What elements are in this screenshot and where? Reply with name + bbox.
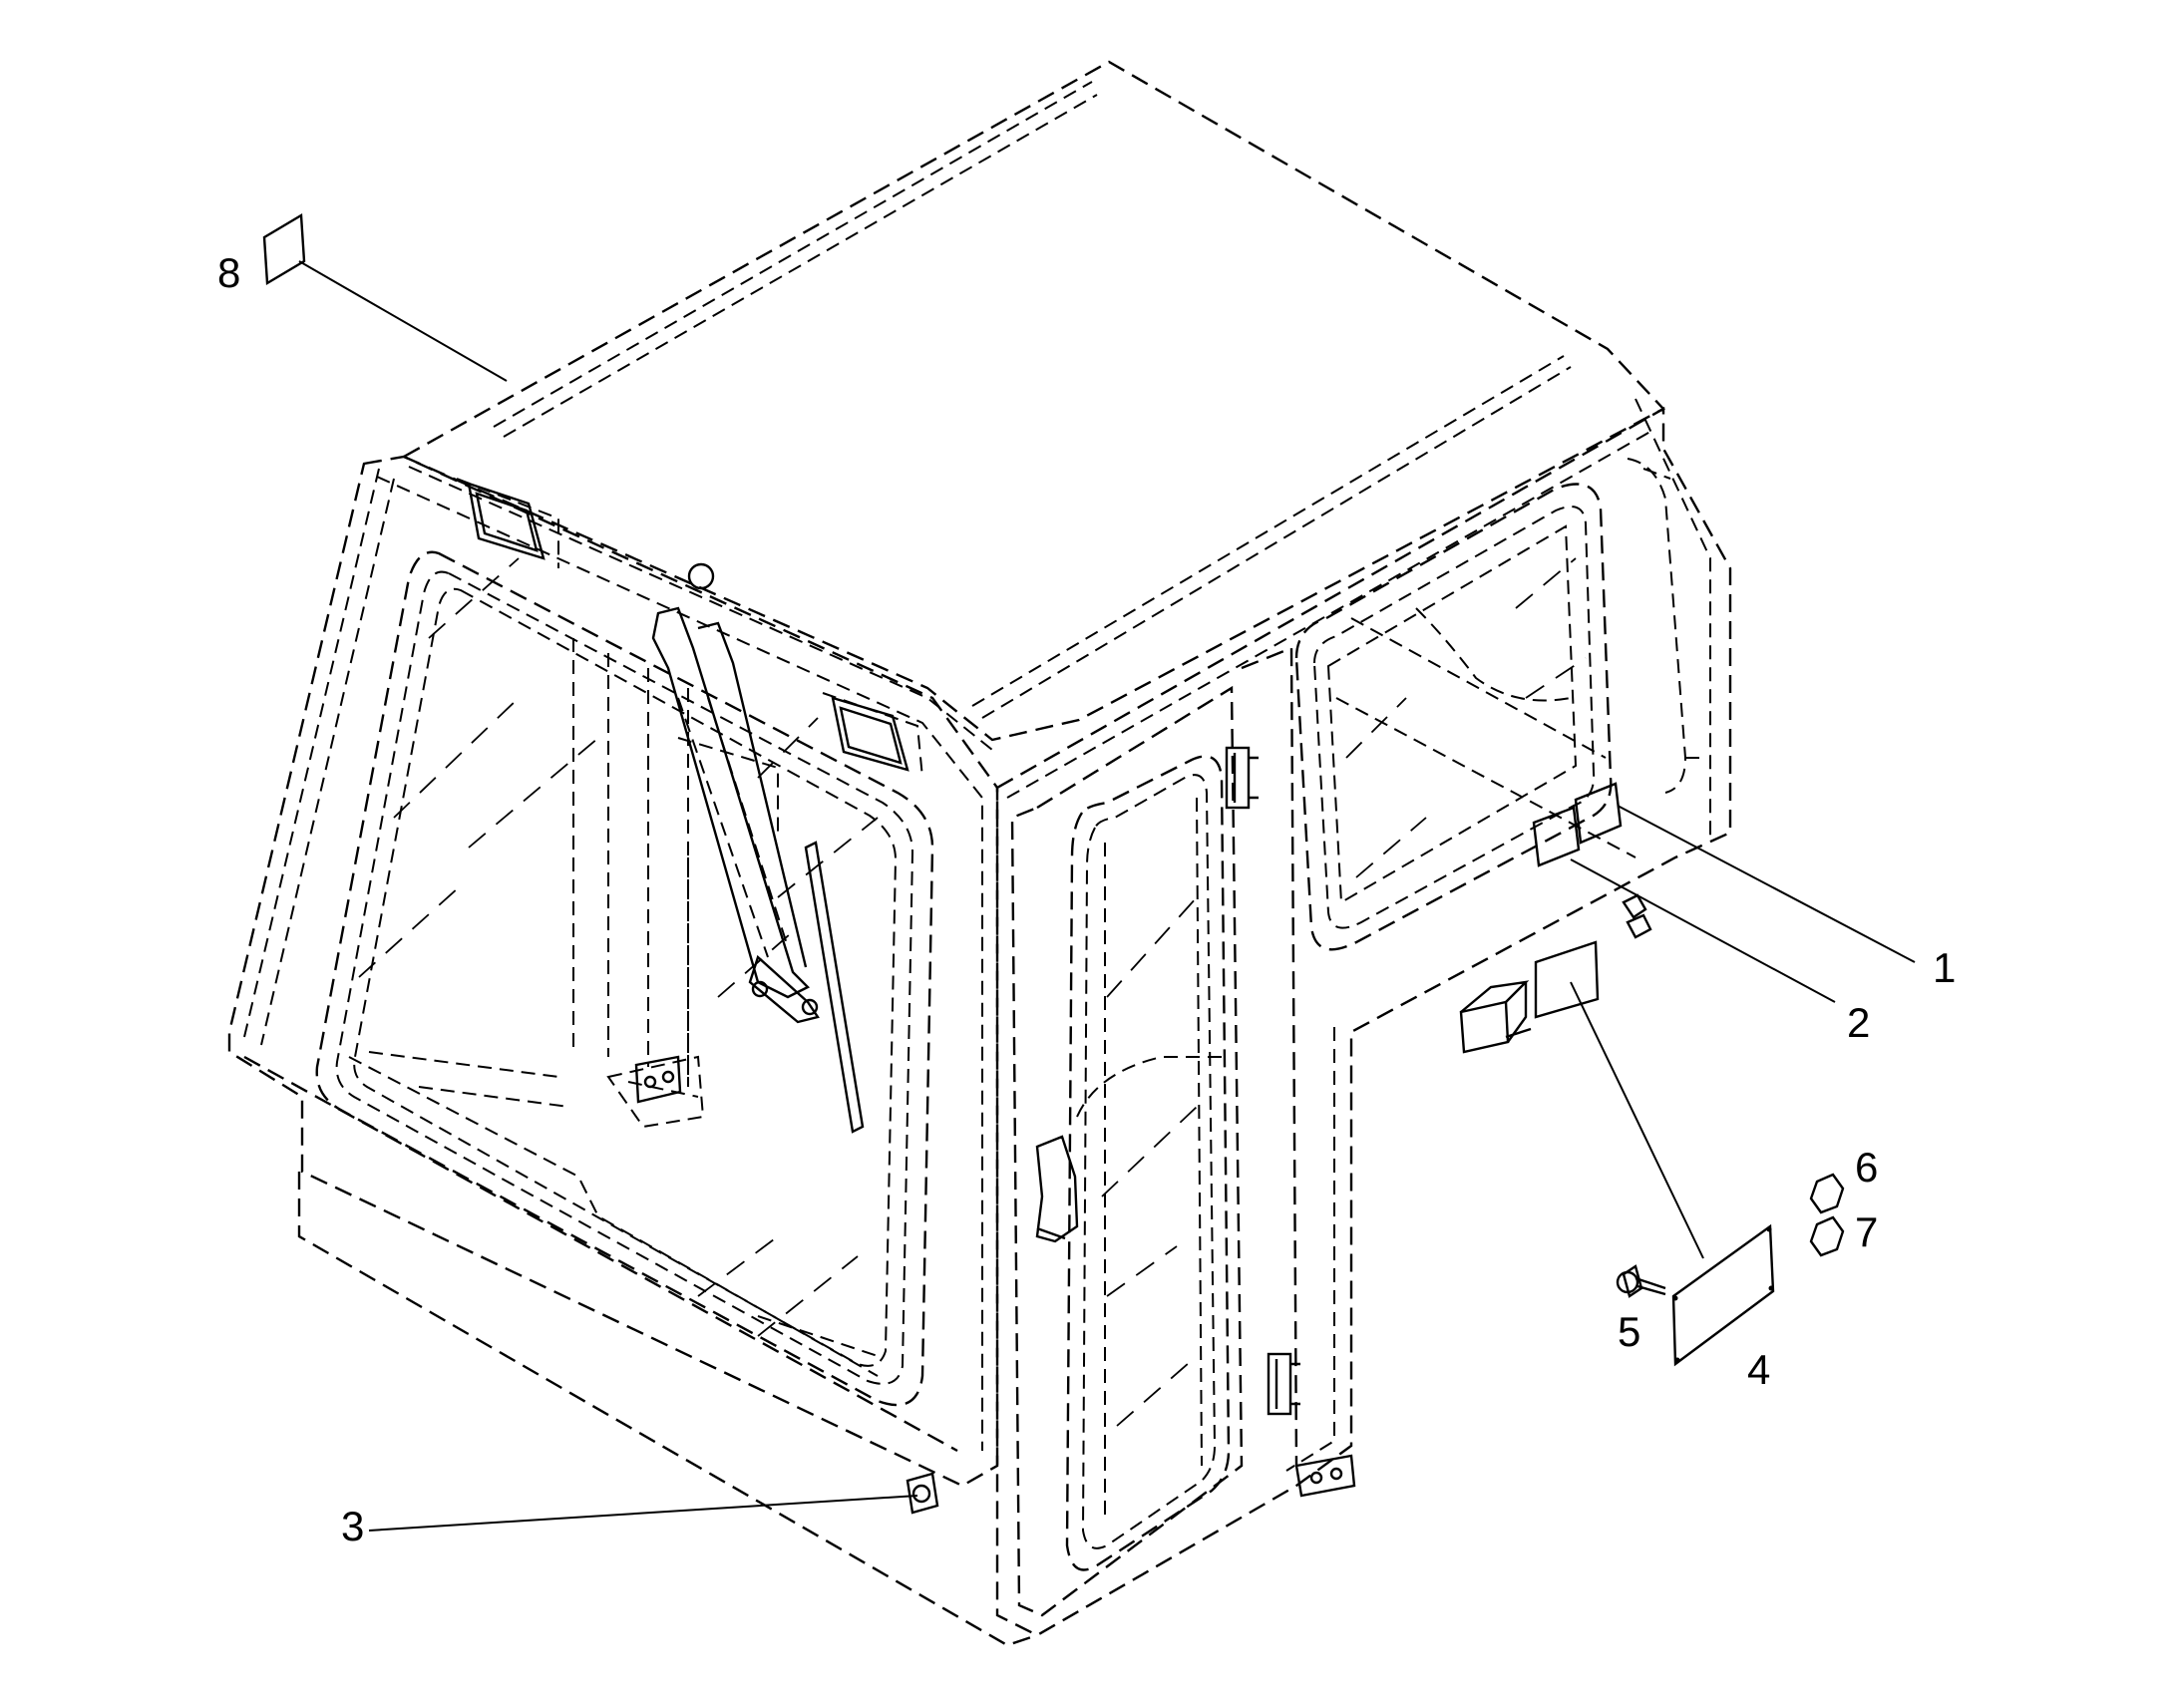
door-rear-pillar (1241, 646, 1298, 1467)
decal-part-3 (906, 1472, 939, 1515)
leader-8 (298, 260, 508, 382)
side-window-rear-rail (1627, 458, 1700, 794)
door-frame (1010, 685, 1244, 1617)
plate-part-4 (1671, 1223, 1775, 1367)
leader-1 (1617, 805, 1916, 963)
plate-mount-outline (1534, 940, 1600, 1019)
side-upper-edge (1006, 398, 1711, 838)
nut-part-7 (1809, 1215, 1845, 1257)
side-bracket (1459, 980, 1532, 1054)
front-lower-panel (243, 1055, 1038, 1647)
door-glass-inner (1081, 774, 1217, 1549)
screw-part-5 (1616, 1264, 1666, 1298)
roof-rail-rear (971, 355, 1572, 719)
windshield-frame-inner-2 (353, 587, 898, 1367)
door-handle (1035, 1135, 1079, 1243)
door-glass-outer (1065, 755, 1231, 1571)
roof-beacon-mount (687, 562, 715, 590)
door-hinge-upper (1225, 746, 1259, 810)
side-lower-step (1285, 1027, 1335, 1472)
callout-label-4: 4 (1747, 1346, 1770, 1393)
decal-part-8 (262, 212, 306, 286)
seat-base (606, 1055, 705, 1129)
front-left-pillar (243, 468, 395, 1046)
cab-front-face (227, 455, 999, 1488)
door-hinge-lower (1267, 1352, 1300, 1416)
mount-foot-side (1294, 1454, 1356, 1498)
callout-label-7: 7 (1855, 1208, 1878, 1255)
rear-frame-interior (368, 638, 699, 1108)
nut-part-6 (1809, 1173, 1845, 1214)
callout-label-3: 3 (341, 1503, 364, 1549)
side-latch (1622, 893, 1652, 939)
leader-4 (1570, 981, 1704, 1259)
windshield-wiper (651, 606, 865, 1134)
callout-label-2: 2 (1847, 999, 1870, 1046)
roof-inner-edge (408, 466, 993, 751)
cab-side-face (995, 406, 1732, 1637)
rear-window-outline (677, 737, 779, 1087)
callout-label-5: 5 (1618, 1308, 1640, 1355)
callout-label-6: 6 (1855, 1144, 1878, 1191)
leader-3 (368, 1495, 918, 1532)
windshield-frame-outer (315, 550, 934, 1407)
mount-foot-front (634, 1055, 682, 1104)
glass-reflections (358, 557, 1587, 1427)
side-window-inner-2 (1326, 524, 1578, 904)
callout-label-8: 8 (217, 249, 240, 296)
side-window-inner (1312, 506, 1596, 929)
cab-outline (227, 60, 1732, 1647)
door-crossbar (1076, 1056, 1222, 1118)
door-glass-frame-2 (1104, 797, 1203, 1521)
decal-part-2 (1532, 806, 1581, 867)
roof-rail-front (493, 81, 1098, 438)
side-interior-line (1335, 607, 1636, 858)
windshield-frame-inner (335, 570, 914, 1385)
callout-label-1: 1 (1933, 944, 1956, 991)
leader-lines (298, 260, 1916, 1532)
front-frame-outer (376, 476, 983, 1451)
decal-part-1 (1574, 782, 1623, 845)
cab-roof (401, 60, 1665, 742)
floor-edge (348, 1056, 879, 1377)
work-light-right (822, 692, 923, 779)
work-light-left (456, 478, 559, 568)
leader-2 (1570, 858, 1836, 1003)
side-window-outer (1294, 483, 1613, 951)
